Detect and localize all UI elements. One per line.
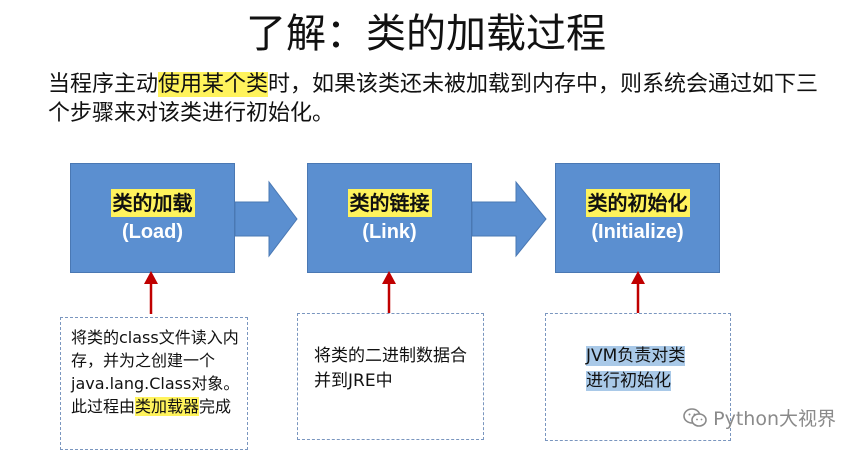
note-load-text: 将类的class文件读入内存，并为之创建一个java.lang.Class对象。… bbox=[71, 328, 240, 416]
intro-part2: 时，如果该类还未被加载到内存中，则系统会通过如下三个步骤来对该类进行初始化。 bbox=[48, 72, 819, 126]
flow-arrow-load-to-link bbox=[235, 180, 298, 258]
note-link-text: 将类的二进制数据合并到JRE中 bbox=[314, 346, 467, 391]
note-link: 将类的二进制数据合并到JRE中 bbox=[297, 313, 484, 440]
note-load: 将类的class文件读入内存，并为之创建一个java.lang.Class对象。… bbox=[60, 317, 248, 450]
intro-part1: 当程序主动 bbox=[48, 72, 159, 97]
watermark-text: Python大视界 bbox=[713, 408, 836, 430]
intro-highlight: 使用某个类 bbox=[158, 72, 269, 97]
step-init-box: 类的初始化 (Initialize) bbox=[555, 163, 720, 273]
step-load-name: 类的加载 bbox=[110, 189, 195, 217]
flow-arrow-link-to-init bbox=[472, 180, 547, 258]
step-link-name: 类的链接 bbox=[347, 189, 432, 217]
page-title: 了解：类的加载过程 bbox=[246, 11, 606, 57]
pointer-arrow-load bbox=[144, 271, 158, 314]
step-init-en: (Initialize) bbox=[591, 221, 684, 243]
pointer-arrow-link bbox=[382, 271, 396, 314]
step-link-box: 类的链接 (Link) bbox=[307, 163, 472, 273]
note-load-suffix: 完成 bbox=[199, 397, 232, 416]
wechat-icon bbox=[683, 407, 707, 427]
note-init: JVM负责对类进行初始化 bbox=[545, 313, 731, 441]
note-init-text: JVM负责对类进行初始化 bbox=[586, 346, 686, 391]
note-load-highlight: 类加载器 bbox=[135, 397, 200, 416]
step-init-name: 类的初始化 bbox=[585, 189, 690, 217]
step-link-en: (Link) bbox=[362, 221, 417, 243]
pointer-arrow-init bbox=[631, 271, 645, 314]
intro-paragraph: 当程序主动使用某个类时，如果该类还未被加载到内存中，则系统会通过如下三个步骤来对… bbox=[48, 70, 838, 128]
step-load-en: (Load) bbox=[121, 221, 184, 243]
watermark: Python大视界 bbox=[683, 404, 836, 431]
step-load-box: 类的加载 (Load) bbox=[70, 163, 235, 273]
